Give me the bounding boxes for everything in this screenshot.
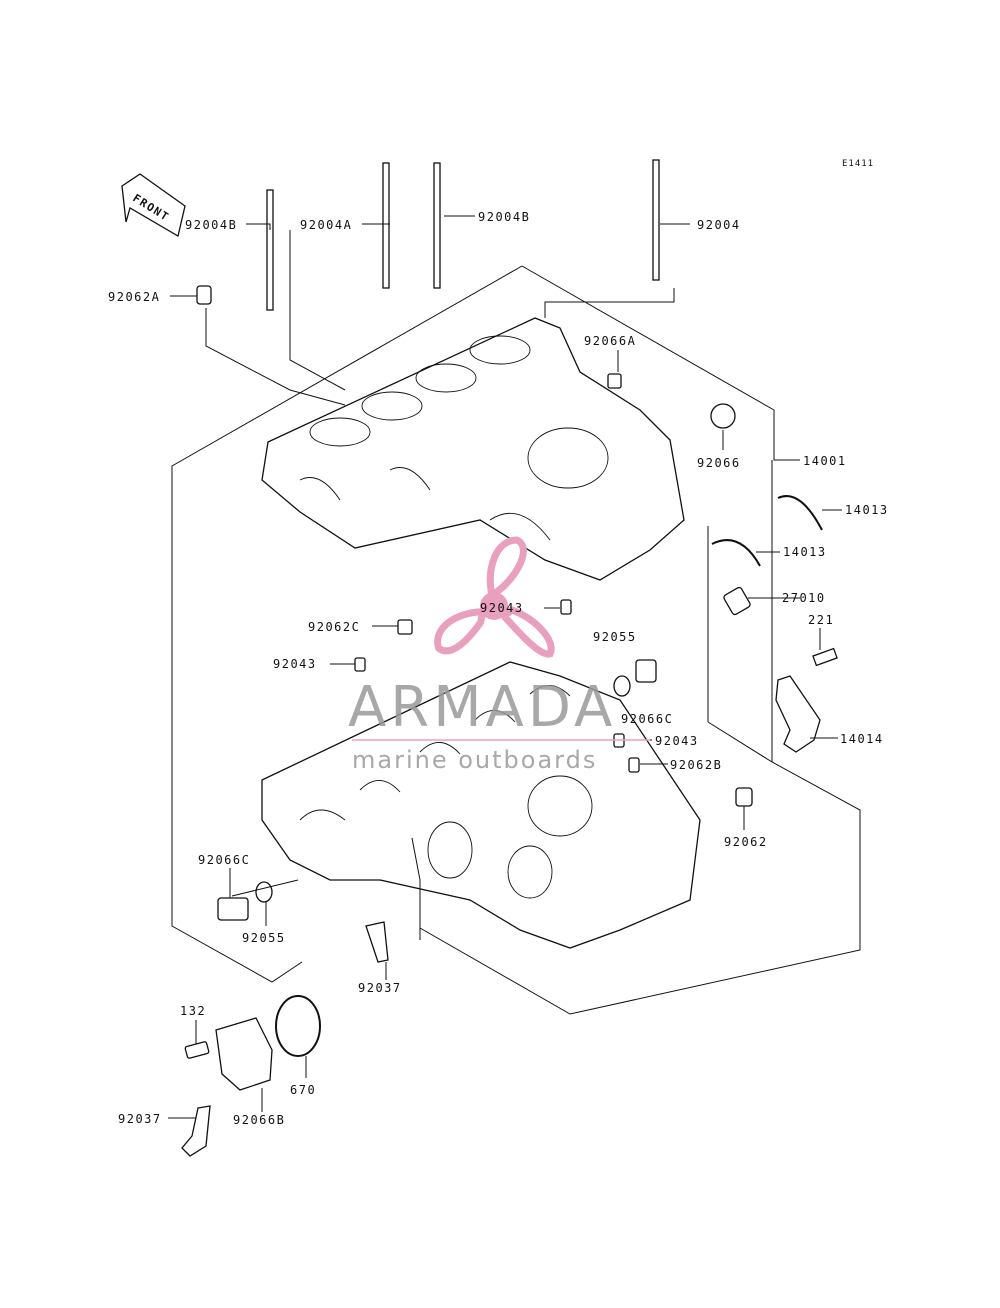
part-label: 14014 — [840, 732, 884, 746]
part-label: 14001 — [803, 454, 847, 468]
part-label: 92043 — [655, 734, 699, 748]
part-label: 92062A — [108, 290, 160, 304]
part-label: 92055 — [593, 630, 637, 644]
upper-crankcase — [261, 317, 685, 581]
diagram-ref-code: E1411 — [842, 159, 874, 169]
part-label: 27010 — [782, 591, 826, 605]
part-label: 92043 — [480, 601, 524, 615]
assembly-outline — [171, 265, 861, 1015]
part-label: 14013 — [783, 545, 827, 559]
part-labels: 92004B 92004A 92004B 92004 92062A 92066A… — [108, 210, 889, 1127]
part-label: 132 — [180, 1004, 206, 1018]
part-label: 92062 — [724, 835, 768, 849]
armada-watermark: ARMADA marine outboards — [348, 536, 650, 774]
part-label: 92004B — [185, 218, 237, 232]
part-label: 92066A — [584, 334, 636, 348]
part-label: 92037 — [358, 981, 402, 995]
part-label: 92066 — [697, 456, 741, 470]
stud-bolts — [266, 159, 660, 311]
leader-lines — [168, 215, 842, 1119]
part-label: 92055 — [242, 931, 286, 945]
watermark-brand: ARMADA — [348, 675, 616, 740]
part-label: 92004 — [697, 218, 741, 232]
part-label: 92004B — [478, 210, 530, 224]
part-label: 670 — [290, 1083, 316, 1097]
part-label: 14013 — [845, 503, 889, 517]
part-label: 92043 — [273, 657, 317, 671]
watermark-tagline: marine outboards — [352, 746, 597, 774]
propeller-logo-icon — [434, 536, 555, 658]
part-label: 92066C — [621, 712, 673, 726]
part-label: 92066B — [233, 1113, 285, 1127]
lower-crankcase — [261, 661, 701, 949]
front-arrow-icon: FRONT — [121, 173, 186, 238]
part-label: 92066C — [198, 853, 250, 867]
part-label: 92004A — [300, 218, 352, 232]
part-label: 92062B — [670, 758, 722, 772]
part-label: 92037 — [118, 1112, 162, 1126]
part-label: 221 — [808, 613, 834, 627]
part-label: 92062C — [308, 620, 360, 634]
